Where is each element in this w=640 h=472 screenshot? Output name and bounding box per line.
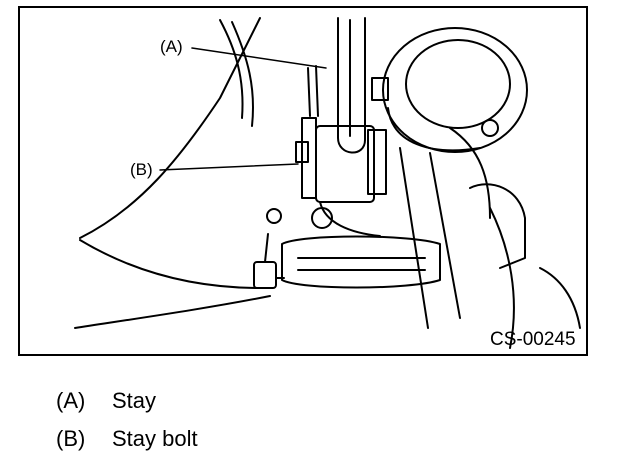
right-edge [539,267,581,329]
stay-bracket [301,117,317,199]
legend-key: (A) [56,388,86,413]
fender-line [79,239,261,289]
intake-hose [337,17,366,154]
stay-rod [307,67,311,117]
legend-key: (B) [56,426,86,451]
legend: (A) Stay (B) Stay bolt [56,382,198,458]
manifold-slot [297,257,426,271]
bolt-lower-left [266,208,282,224]
callout-b-label: (B) [130,160,153,179]
strut-outline-2 [231,21,255,127]
manifold-plate [281,235,441,289]
diagram-figure: (A) (B) CS-00245 [18,6,588,356]
air-cleaner-inner [405,39,511,129]
right-outline-2 [449,127,491,219]
right-outline [489,207,515,349]
legend-text: Stay bolt [112,426,198,451]
callout-a-label: (A) [160,37,183,56]
stay-rod-2 [315,65,319,117]
air-cleaner-side [387,107,481,152]
air-cleaner-outer [382,27,528,153]
sensor-connector [253,261,277,289]
air-cleaner-mount [371,77,389,101]
callout-a-leader [191,47,327,69]
manifold-neck [319,201,381,237]
right-bracket [469,183,526,269]
engine-drawing [74,17,581,349]
callout-b-leader [159,163,299,171]
strut-outline [219,19,244,119]
legend-item-a: (A) Stay [56,382,198,420]
manifold-runner [399,147,429,329]
right-boss [481,119,499,137]
legend-item-b: (B) Stay bolt [56,420,198,458]
legend-text: Stay [112,388,157,413]
body-panel-lower [74,295,271,329]
stay-bolt-head [295,141,309,163]
throttle-flange [367,129,387,195]
manifold-runner-2 [429,152,461,319]
sensor-lead [264,233,285,279]
body-panel-outline [79,17,261,239]
figure-code: CS-00245 [490,329,576,350]
